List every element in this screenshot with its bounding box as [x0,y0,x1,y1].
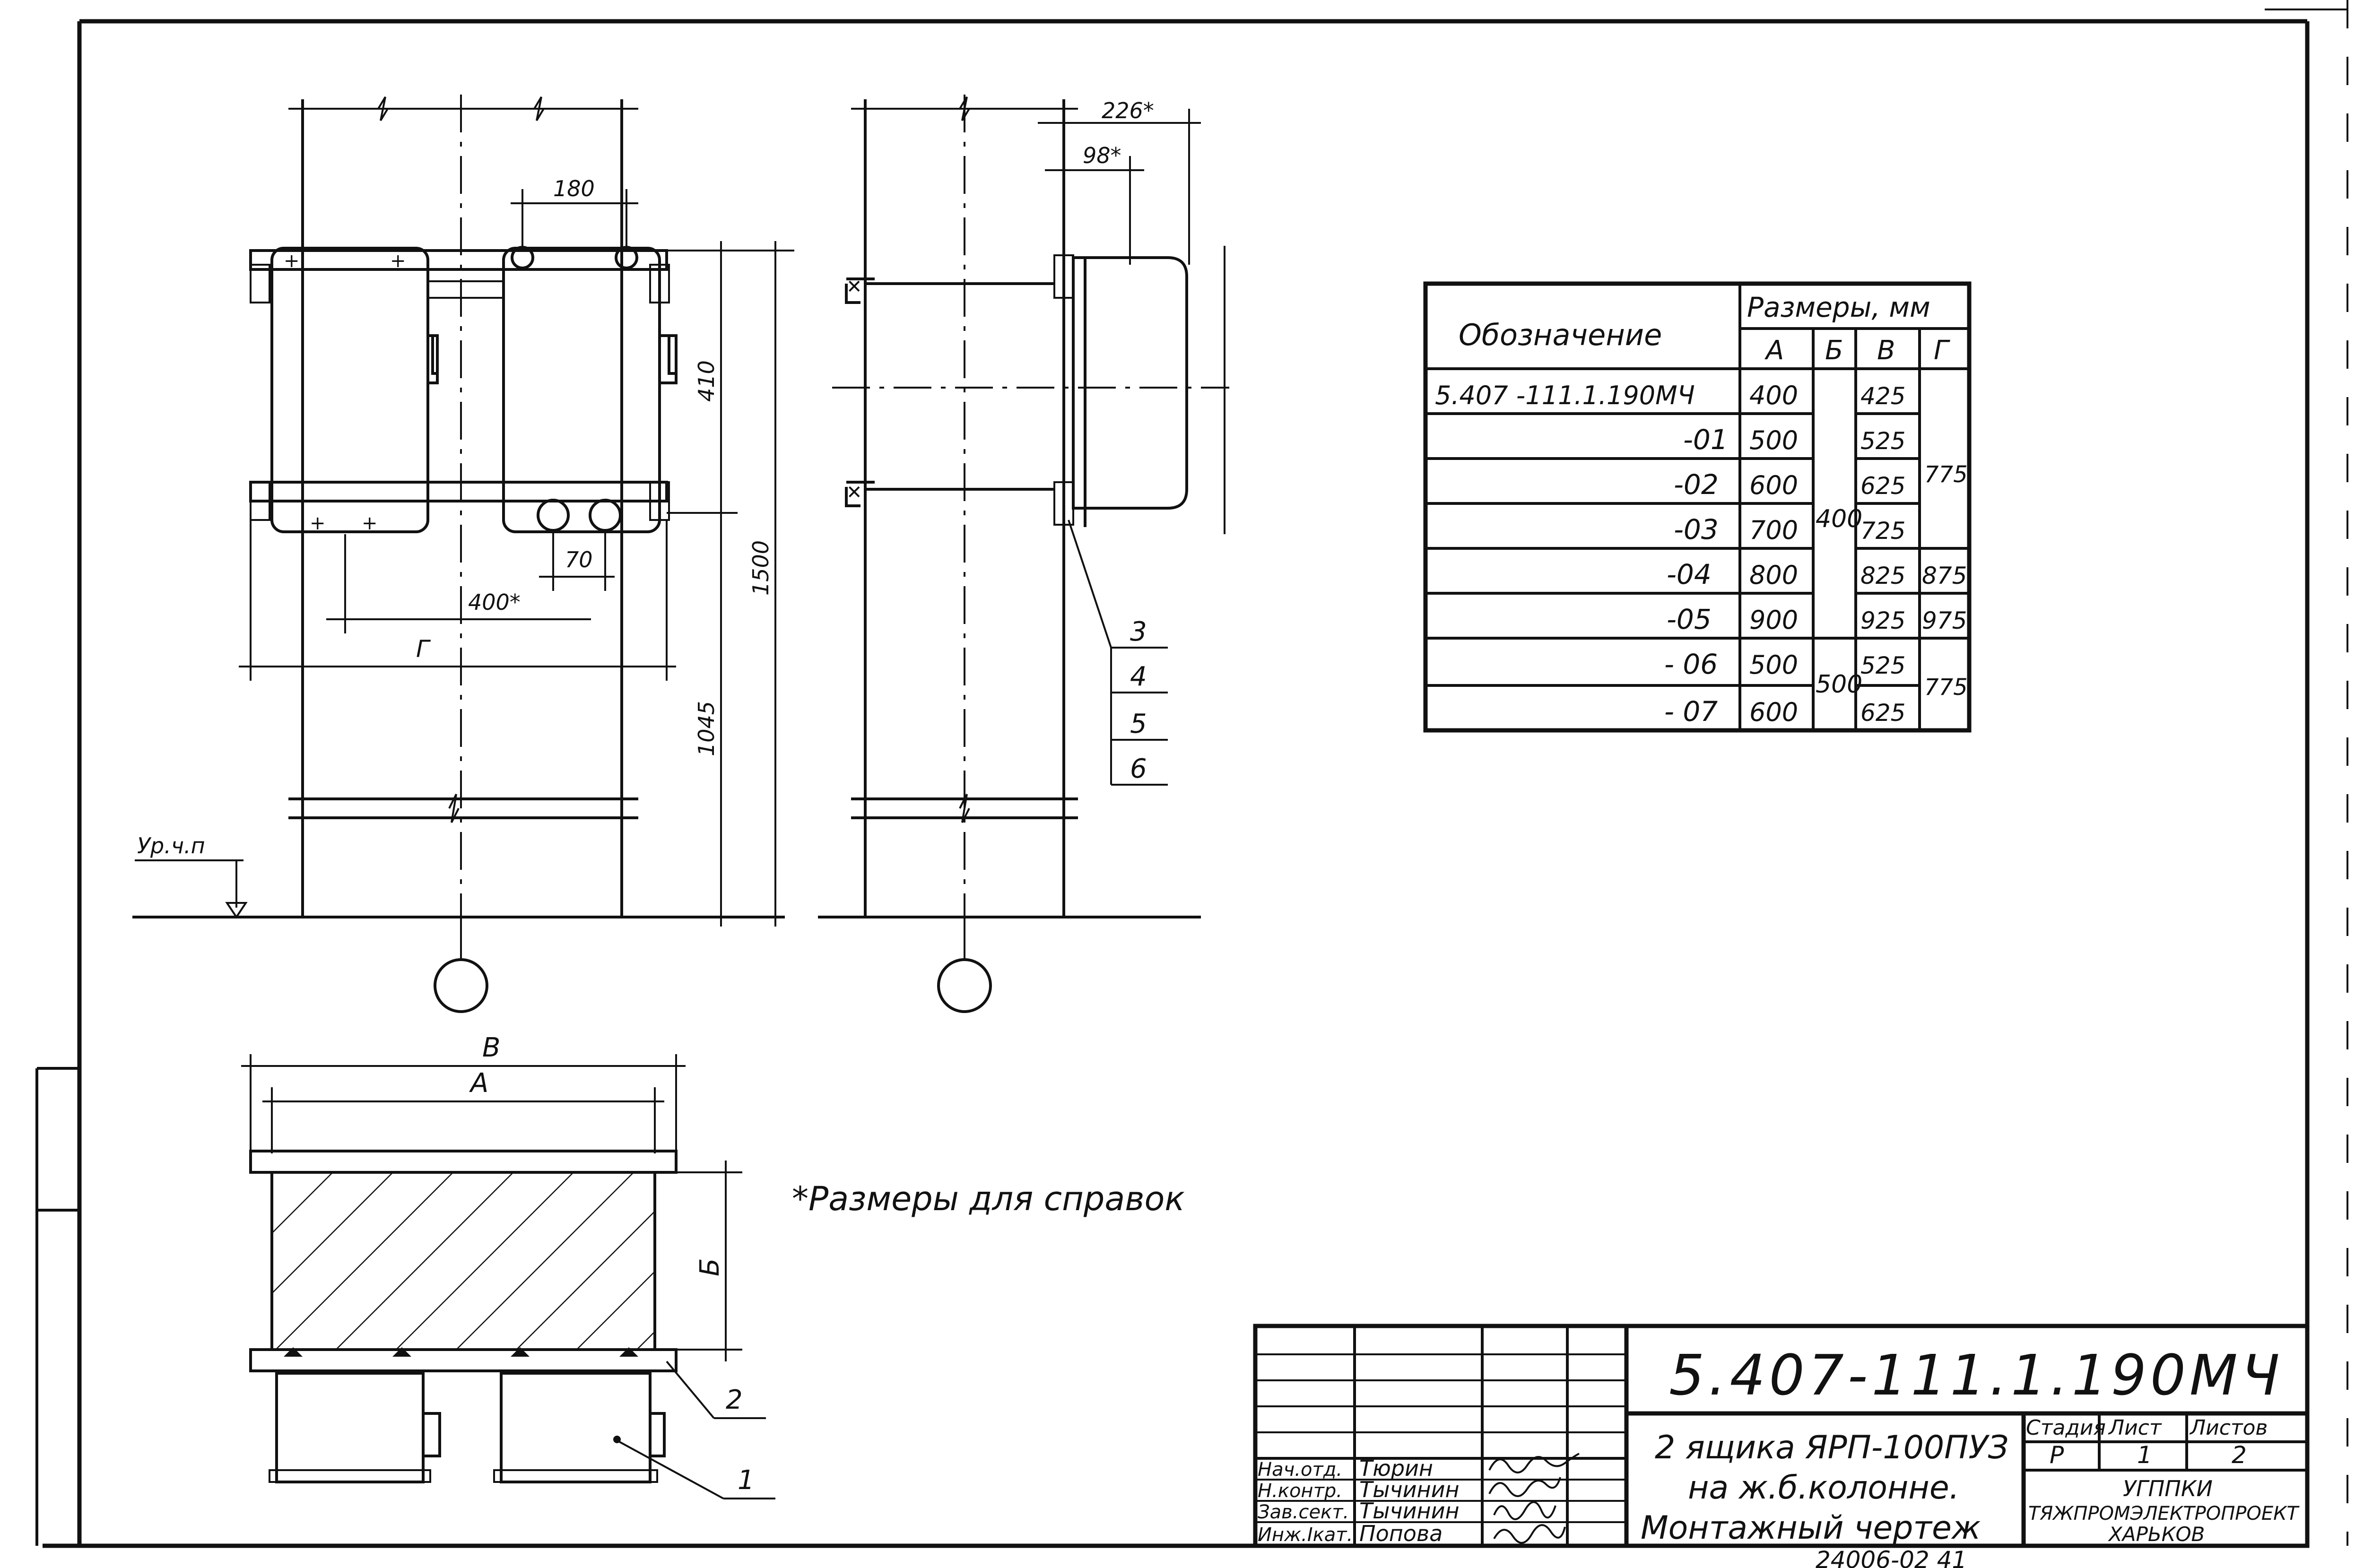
cell-b-500: 500 [1816,670,1862,699]
cell-a: 700 [1749,515,1798,545]
header-stage: Стадия [2026,1416,2106,1440]
callout-3: 3 [1130,616,1147,647]
level-label: Ур.ч.п [137,833,205,858]
col-designation: Обозначение [1459,318,1662,352]
org-line3: ХАРЬКОВ [2108,1523,2205,1546]
archive-number: 24006-02 41 [1816,1546,1967,1568]
value-sheet: 1 [2137,1441,2152,1469]
cell-v: 925 [1860,607,1905,634]
dim-B: Б [695,1258,725,1276]
doc-number: 5.407-111.1.190МЧ [1669,1343,2284,1408]
dim-226: 226* [1102,98,1154,123]
signature [1493,1501,1556,1520]
value-stage: Р [2050,1441,2064,1469]
callout-2: 2 [726,1385,743,1415]
dim-180: 180 [553,176,595,201]
signature [1493,1524,1566,1544]
staff-name: Тычинин [1359,1498,1460,1524]
header-sheets: Листов [2189,1416,2268,1440]
row-designation: -04 [1667,558,1712,590]
row-designation: -05 [1667,603,1712,635]
cell-a: 900 [1749,605,1798,635]
cell-v: 625 [1860,472,1905,500]
cell-v: 425 [1860,382,1905,410]
cell-a: 600 [1749,470,1798,500]
plan-view: В А Б 2 1 [241,1032,775,1499]
svg-text:✕: ✕ [846,276,862,298]
axis-marker-circle [434,958,488,1013]
callout-6: 6 [1130,754,1147,784]
cell-g-975: 975 [1922,607,1967,634]
staff-role: Н.контр. [1258,1480,1342,1502]
cell-v: 525 [1860,652,1905,679]
svg-text:+: + [284,250,300,272]
row-designation: - 07 [1664,695,1718,728]
staff-name: Тюрин [1359,1455,1433,1481]
dim-G: Г [416,635,431,663]
sub-header-a: А [1764,335,1784,366]
cell-b-400: 400 [1816,505,1862,533]
cell-g-775-b: 775 [1924,674,1968,701]
signature [1488,1453,1580,1473]
dim-1500: 1500 [748,540,774,596]
cell-a: 600 [1749,697,1798,727]
axis-marker-circle-2 [937,958,992,1013]
title-line1: 2 ящика ЯРП-100ПУЗ [1655,1429,2008,1466]
staff-name: Тычинин [1359,1477,1460,1502]
side-view: ✕ ✕ 226* 98* 3 4 5 6 [818,95,1229,1013]
sub-header-b: Б [1825,335,1843,366]
cell-v: 825 [1860,562,1905,589]
org-line1: УГППКИ [2123,1476,2213,1501]
sheet-frame [35,0,2348,1548]
staff-role: Нач.отд. [1258,1459,1342,1481]
svg-text:+: + [310,512,326,534]
callout-5: 5 [1130,709,1147,739]
cell-a: 500 [1749,425,1798,455]
staff-role: Зав.сект. [1258,1501,1349,1523]
cell-a: 400 [1749,381,1798,410]
row-designation: - 06 [1664,648,1718,680]
svg-text:+: + [362,512,378,534]
size-table: Обозначение Размеры, мм А Б В Г 5.407 -1… [1423,281,1972,733]
col-sizes: Размеры, мм [1747,291,1930,323]
staff-role: Инж.Iкат. [1258,1524,1353,1546]
cell-v: 625 [1860,699,1905,727]
dim-400: 400* [468,589,521,615]
title-line3: Монтажный чертеж [1641,1509,1981,1547]
svg-text:+: + [390,250,406,272]
org-line2: ТЯЖПРОМЭЛЕКТРОПРОЕКТ [2028,1503,2300,1525]
row-designation: -03 [1674,513,1719,546]
title-line2: на ж.б.колонне. [1688,1469,1959,1507]
cell-v: 725 [1860,517,1905,545]
row-designation: 5.407 -111.1.190МЧ [1435,381,1695,410]
dim-70: 70 [565,547,593,572]
dim-1045: 1045 [694,701,719,756]
dim-V: В [482,1032,500,1063]
cell-a: 500 [1749,650,1798,680]
dim-98: 98* [1083,143,1121,168]
header-sheet: Лист [2108,1416,2162,1440]
svg-text:✕: ✕ [846,482,862,503]
callout-1: 1 [738,1465,755,1496]
cell-a: 800 [1749,560,1798,590]
title-block: 5.407-111.1.190МЧ Стадия Лист Листов Р 1… [1253,1324,2310,1548]
reference-note: *Размеры для справок [792,1179,1185,1218]
front-view: Ур.ч.п + + + + 180 [132,95,794,1013]
dim-A: А [469,1068,488,1099]
cell-g-775-a: 775 [1924,461,1968,488]
callout-4: 4 [1130,661,1147,692]
staff-name: Попова [1359,1521,1443,1546]
sub-header-v: В [1877,335,1895,366]
dim-410: 410 [694,360,719,402]
sub-header-g: Г [1934,335,1950,366]
value-sheets: 2 [2232,1441,2247,1469]
signature [1488,1477,1561,1497]
row-designation: -01 [1683,424,1728,456]
row-designation: -02 [1674,468,1719,501]
cell-g-875: 875 [1922,562,1967,589]
cell-v: 525 [1860,427,1905,455]
